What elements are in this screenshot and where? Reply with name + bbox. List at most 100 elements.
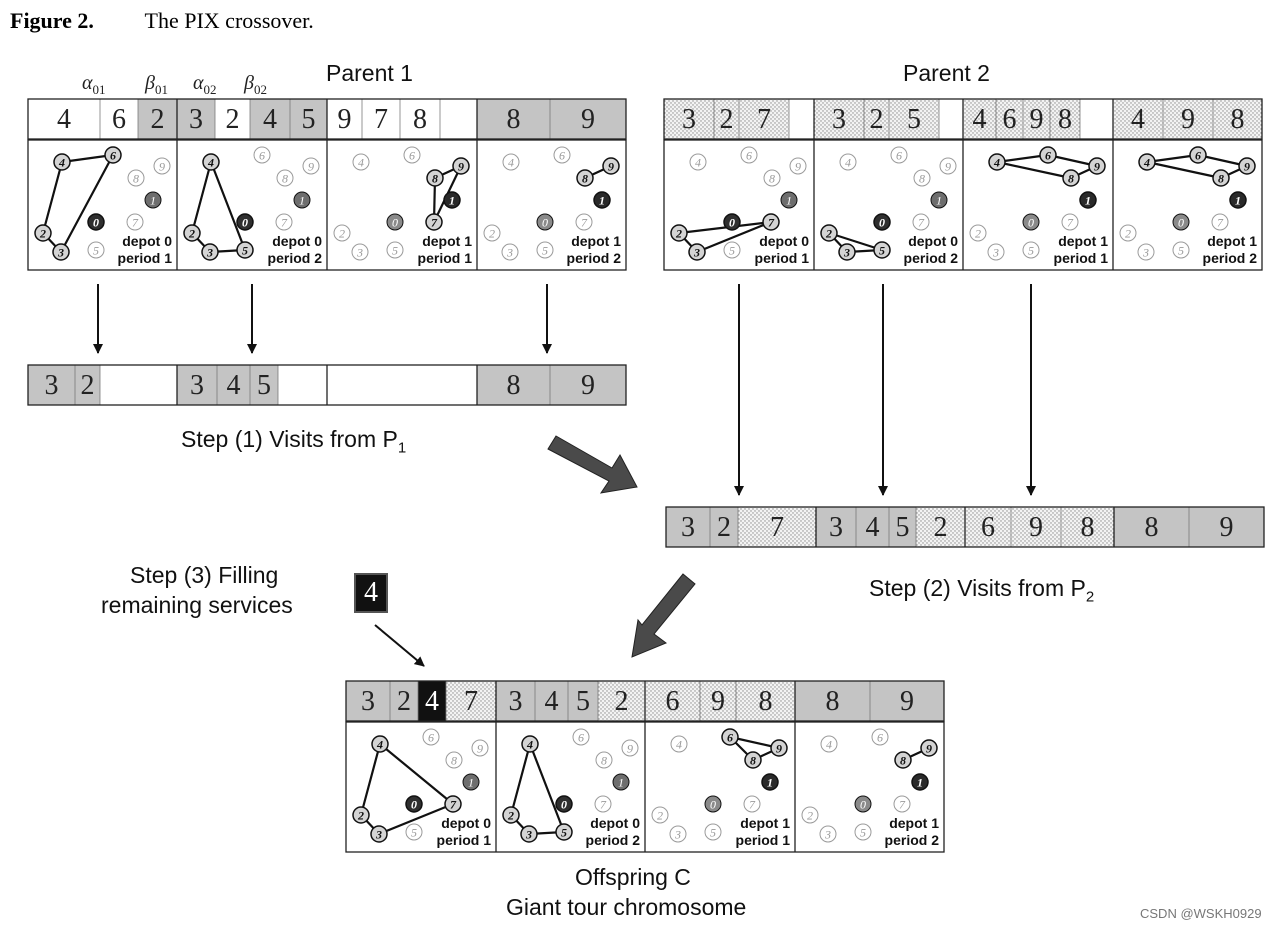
node-label: 0 [729,216,735,230]
parent2-gene: 9 [1181,104,1195,135]
period-label: period 1 [437,832,492,848]
node-label: 9 [159,160,165,174]
node-label: 1 [599,194,605,208]
node-label: 7 [581,216,588,230]
period-label: period 2 [1203,250,1258,266]
offspring-gene: 7 [464,686,478,717]
node-label: 4 [826,738,832,752]
step1-gene: 3 [190,370,204,401]
parent1-cell-bg [138,99,177,139]
parent1-gene: 8 [413,104,427,135]
node-circle [553,146,571,164]
node-label: 7 [1217,216,1224,230]
node-label: 6 [578,731,584,745]
node-label: 3 [843,246,850,260]
period-label: period 1 [418,250,473,266]
beta01-label: β01 [145,72,168,97]
parent2-cell-bg [1023,99,1050,139]
node-label: 9 [926,742,932,756]
node-circle [911,773,929,791]
node-label: 8 [601,754,607,768]
arrow-fill-service [374,624,425,667]
parent2-cell-bg [864,99,889,139]
node-circle [1238,157,1256,175]
offspring-cell-bg [598,681,645,721]
parent2-gene: 2 [720,104,734,135]
node-circle [1137,243,1155,261]
step2-gene: 6 [981,512,995,543]
node-circle [930,191,948,209]
node-circle [127,169,145,187]
node-circle [333,224,351,242]
parent2-cell-bg [1163,99,1213,139]
node-circle [87,241,105,259]
node-label: 0 [242,216,248,230]
node-label: 4 [58,156,65,170]
step1-cell-bg [250,365,278,405]
node-label: 9 [1094,160,1100,174]
node-label: 8 [451,754,457,768]
node-circle [575,213,593,231]
step1-gene: 8 [507,370,521,401]
filled-service-box: 4 [354,573,388,613]
node-label: 5 [542,244,548,258]
node-circle [1189,146,1207,164]
parent1-cell-bg [250,99,290,139]
alpha01-label: α01 [82,72,106,97]
node-circle [723,241,741,259]
offspring-gene: 8 [759,686,773,717]
node-label: 6 [409,149,415,163]
node-label: 4 [676,738,682,752]
parent2-cell-bg [739,99,789,139]
node-circle [839,153,857,171]
parent1-gene: 4 [57,104,71,135]
node-circle [236,213,254,231]
node-circle [405,823,423,841]
node-label: 9 [627,742,633,756]
node-label: 7 [450,798,457,812]
node-label: 5 [729,244,735,258]
offspring-cell-bg [418,681,446,721]
node-circle [595,751,613,769]
parent1-cell-bg [177,99,215,139]
node-label: 8 [1068,172,1074,186]
node-circle [1211,213,1229,231]
node-circle [520,825,538,843]
node-label: 0 [93,216,99,230]
node-circle [740,146,758,164]
depot-label: depot 1 [889,815,939,831]
parent2-label: Parent 2 [903,60,990,86]
node-circle [34,224,52,242]
offspring-cell-bg [870,681,944,721]
parent1-gene: 2 [151,104,165,135]
step1-cell-bg [327,365,477,405]
node-label: 5 [392,244,398,258]
beta02-label: β02 [244,72,267,97]
node-circle [854,795,872,813]
node-circle [854,823,872,841]
parent2-gene: 7 [757,104,771,135]
node-label: 2 [1125,227,1131,241]
node-circle [352,806,370,824]
step2-gene: 5 [896,512,910,543]
node-label: 3 [206,246,213,260]
node-label: 4 [526,738,533,752]
node-circle [1172,213,1190,231]
step2-cell-bg [1189,507,1264,547]
step1-cell-bg [28,365,75,405]
parent1-cell-bg [215,99,250,139]
offspring-gene: 3 [509,686,523,717]
node-label: 6 [1045,149,1051,163]
node-label: 9 [1244,160,1250,174]
period-label: period 1 [736,832,791,848]
node-label: 9 [945,160,951,174]
offspring-gene: 8 [826,686,840,717]
step2-cell-bg [738,507,816,547]
parent2-gene: 4 [973,104,987,135]
node-label: 3 [506,246,513,260]
